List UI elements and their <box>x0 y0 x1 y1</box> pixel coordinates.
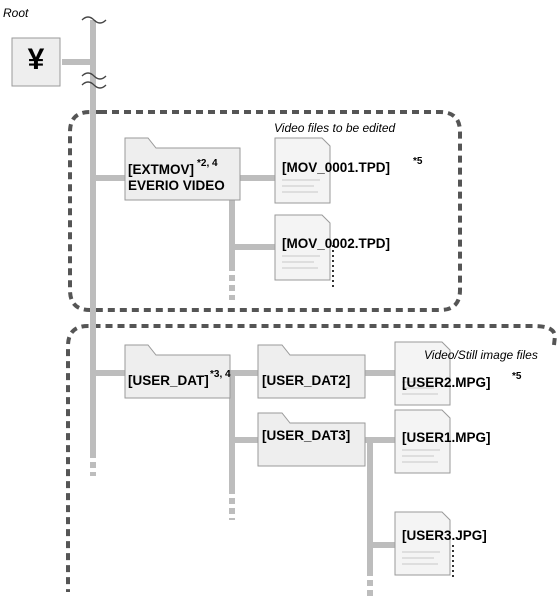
file-mov-0001-icon <box>274 137 331 204</box>
continuation-dashes <box>90 265 373 598</box>
group-bottom-border <box>66 324 557 592</box>
mov-0001-file-note: *5 <box>413 156 423 167</box>
folder-user-dat3-icon <box>257 412 366 467</box>
user-dat-folder-name: [USER_DAT] <box>128 373 209 388</box>
file-user2-icon <box>394 341 451 406</box>
mov-0001-file-name: [MOV_0001.TPD] <box>282 160 391 175</box>
user2-file-name: [USER2.MPG] <box>402 375 491 390</box>
user-dat3-folder-name: [USER_DAT3] <box>262 428 351 443</box>
user1-file-name: [USER1.MPG] <box>402 430 491 445</box>
folder-extmov-icon <box>124 137 241 201</box>
user3-file-name: [USER3.JPG] <box>402 528 487 543</box>
top-group-caption: Video files to be edited <box>274 121 396 135</box>
bottom-group-caption: Video/Still image files <box>424 348 538 362</box>
folder-user-dat2-icon <box>257 344 366 399</box>
file-mov-0002-icon <box>274 214 331 281</box>
extmov-folder-note: *2, 4 <box>197 158 218 169</box>
file-user3-icon <box>394 511 451 576</box>
user-dat-folder-note: *3, 4 <box>210 369 231 380</box>
tree-lines <box>62 20 395 570</box>
folder-shapes <box>124 137 366 467</box>
root-yen-symbol: ¥ <box>27 43 45 76</box>
mov-0002-file-name: [MOV_0002.TPD] <box>282 236 391 251</box>
more-files-dots <box>332 245 454 580</box>
root-label: Root <box>3 6 29 20</box>
file-shapes <box>274 137 451 576</box>
group-top-border <box>68 110 462 312</box>
user-dat2-folder-name: [USER_DAT2] <box>262 373 351 388</box>
extmov-folder-name: [EXTMOV] <box>128 162 194 177</box>
user2-file-note: *5 <box>512 371 522 382</box>
folder-user-dat-icon <box>124 344 231 399</box>
extmov-folder-subtitle: EVERIO VIDEO <box>128 178 225 193</box>
root-folder-box <box>11 37 61 87</box>
break-marks <box>81 16 107 89</box>
file-user1-icon <box>394 409 451 474</box>
